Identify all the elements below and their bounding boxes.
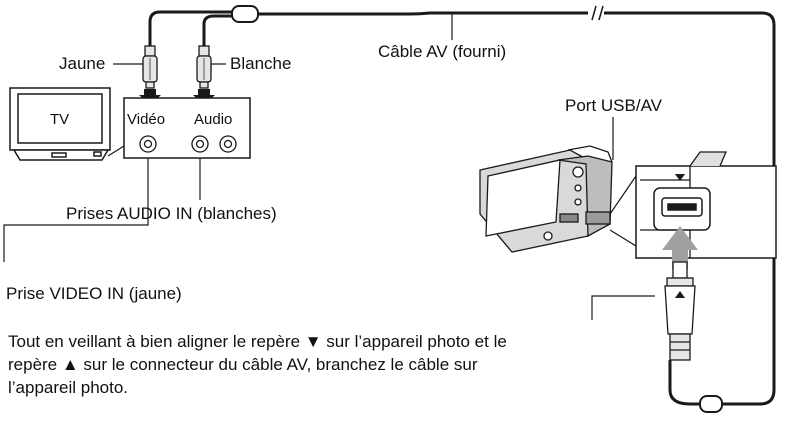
tv-icon xyxy=(9,87,111,161)
video-in-leader xyxy=(3,158,149,262)
audio-in-label: Prises AUDIO IN (blanches) xyxy=(66,204,277,223)
tv-label: TV xyxy=(50,111,70,128)
white-rca-plug xyxy=(196,45,212,89)
tv-panel-leader xyxy=(107,145,125,157)
mark-leader xyxy=(591,295,655,320)
audio-label: Audio xyxy=(194,111,233,128)
alignment-mark-up-icon xyxy=(675,291,685,298)
cable-break-mark xyxy=(588,5,604,22)
note-line-1: Tout en veillant à bien aligner le repèr… xyxy=(8,332,507,351)
note-line-3: l’appareil photo. xyxy=(8,378,129,397)
note-line-2: repère ▲ sur le connecteur du câble AV, … xyxy=(8,355,478,374)
av-cable xyxy=(148,10,776,406)
ferrite-core-top xyxy=(231,5,259,23)
blanche-leader xyxy=(210,63,226,72)
audio-arrow-icon xyxy=(193,89,215,105)
alignment-mark-down-icon xyxy=(675,174,685,181)
ferrite-core-bottom xyxy=(699,395,723,413)
video-label: Vidéo xyxy=(127,111,166,128)
video-in-label: Prise VIDEO IN (jaune) xyxy=(6,284,182,303)
yellow-rca-plug xyxy=(142,45,158,89)
usb-av-port xyxy=(653,187,711,231)
jaune-label: Jaune xyxy=(59,54,106,73)
video-arrow-icon xyxy=(139,89,161,105)
instruction-note: Tout en veillant à bien aligner le repèr… xyxy=(8,330,658,399)
av-connector-plug xyxy=(664,261,696,361)
blanche-label: Blanche xyxy=(230,54,292,73)
port-label: Port USB/AV xyxy=(565,96,662,115)
cable-label: Câble AV (fourni) xyxy=(378,42,507,61)
camera-icon xyxy=(479,145,613,253)
jaune-leader xyxy=(113,63,144,72)
insert-arrow-icon xyxy=(662,226,698,270)
